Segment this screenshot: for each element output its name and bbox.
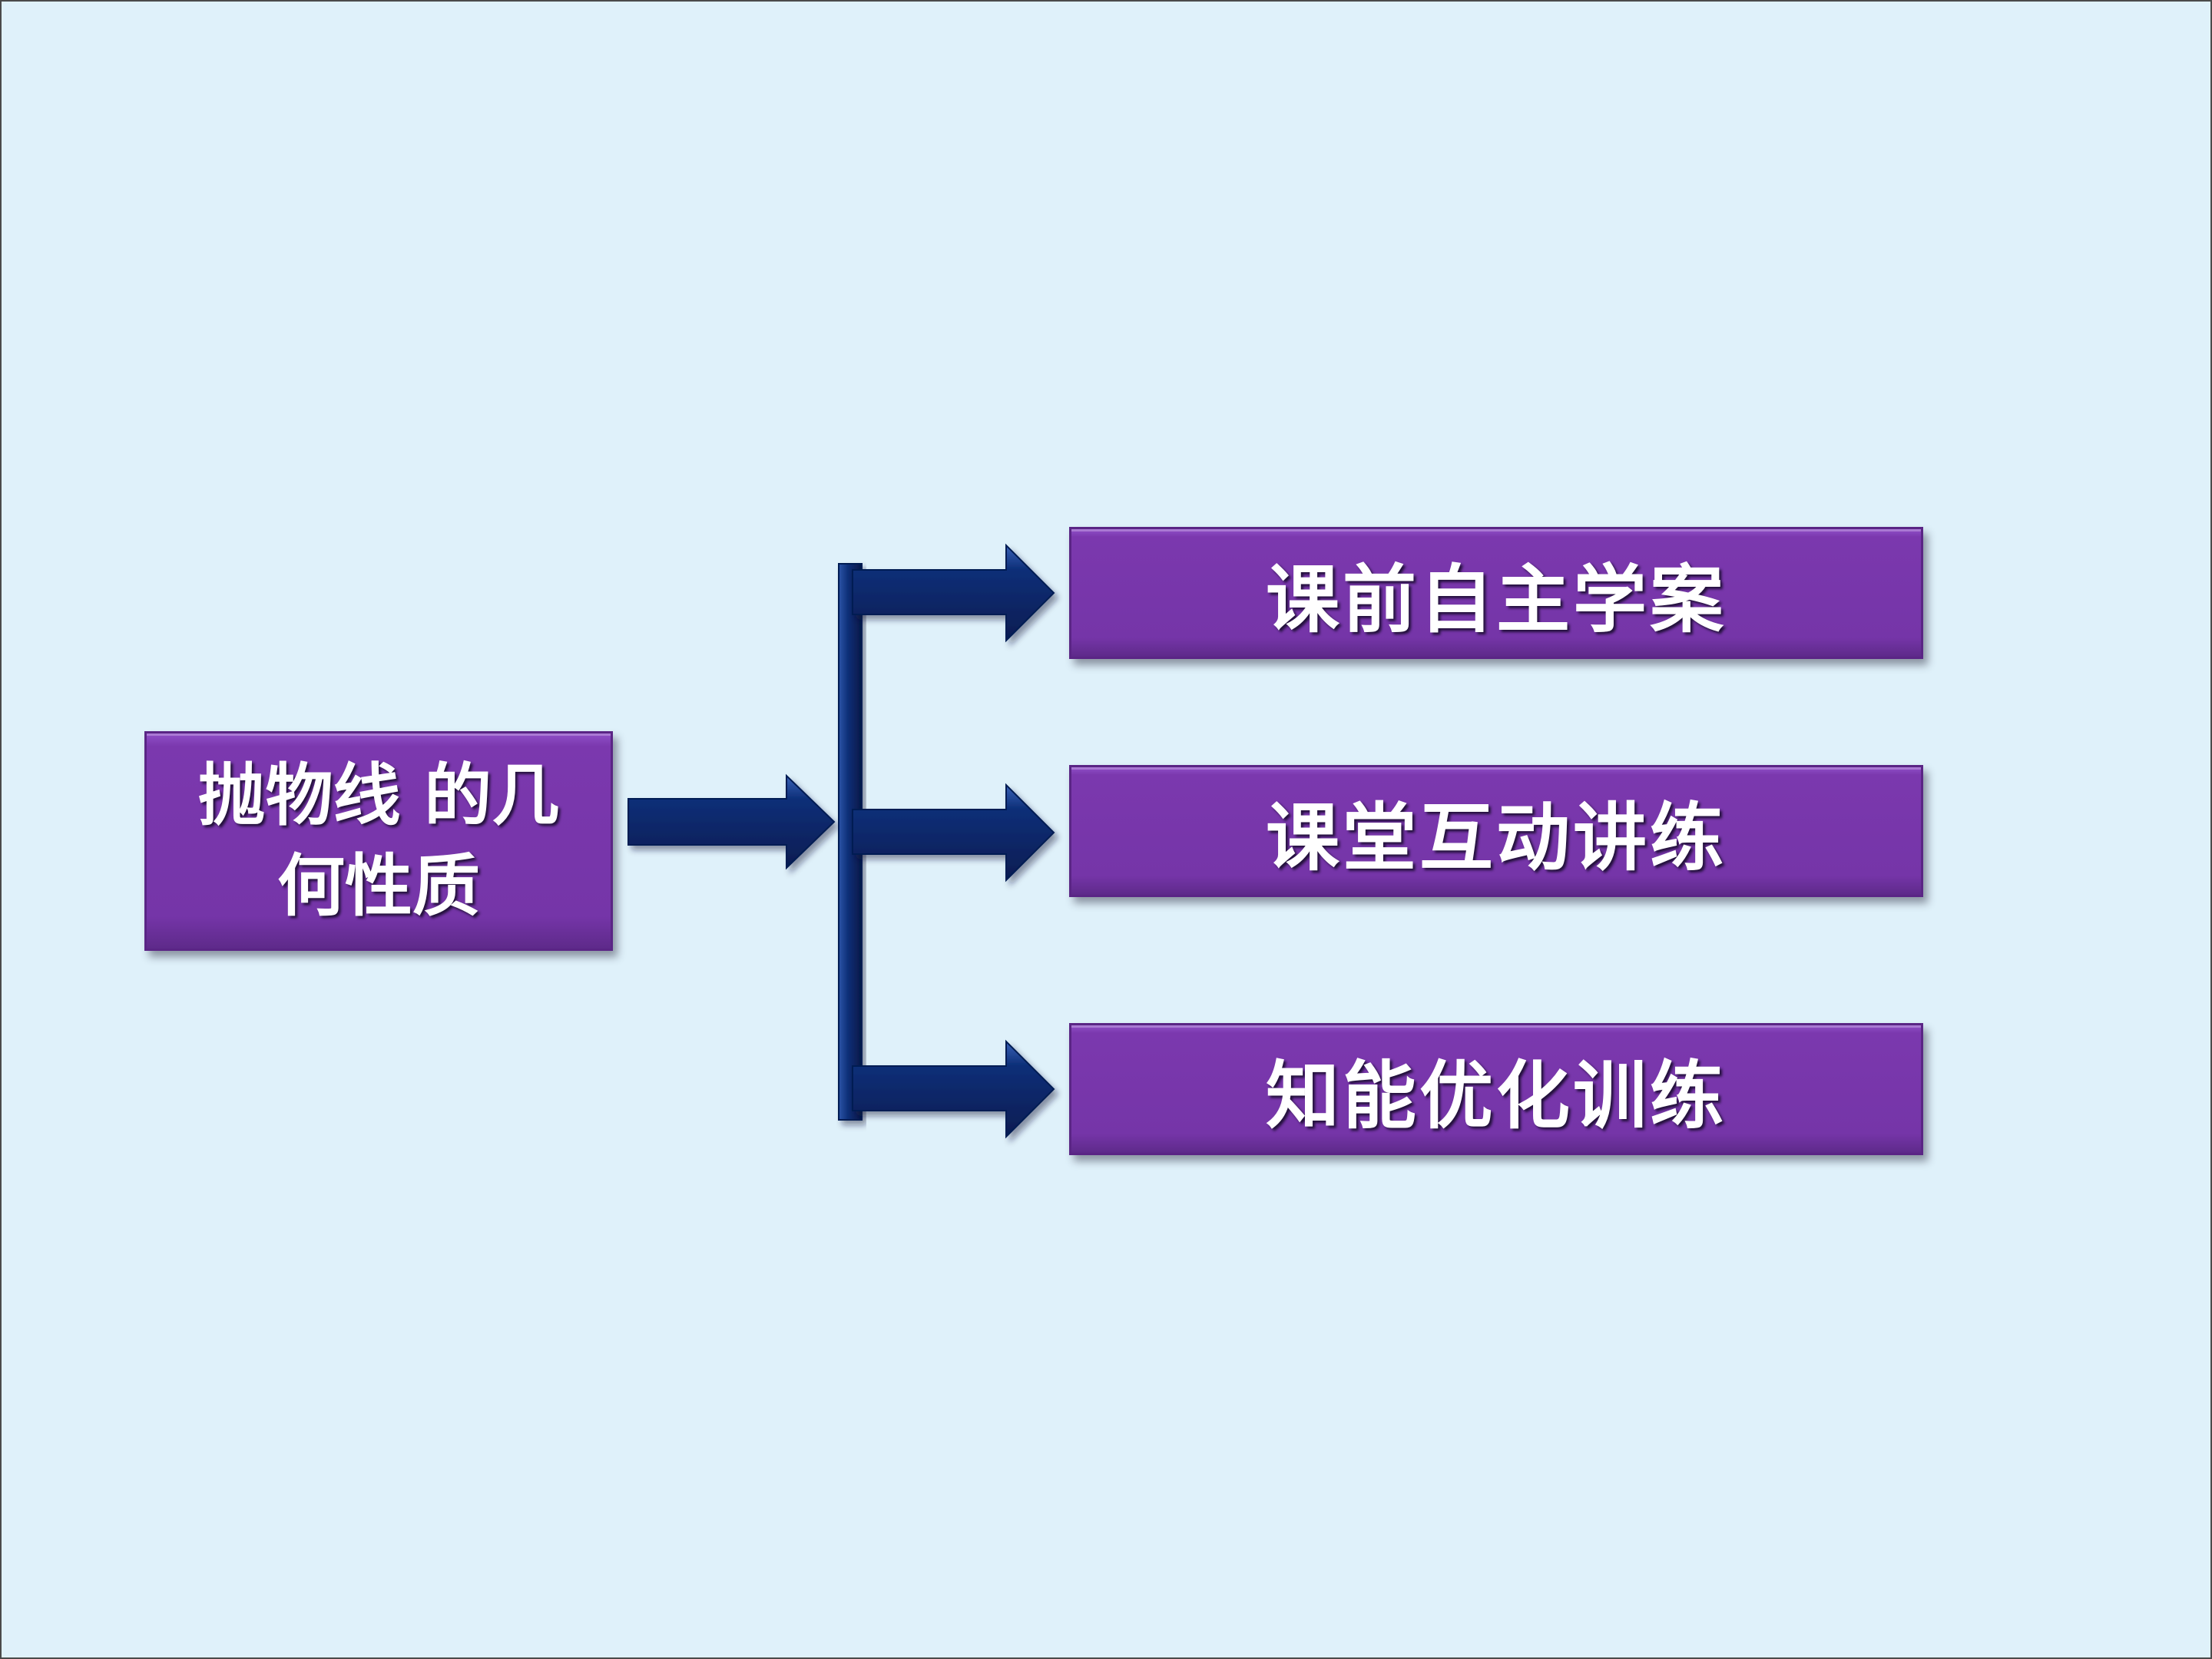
branch-arrow-3	[852, 1039, 1055, 1139]
branch-arrow-2	[852, 783, 1055, 882]
branch-node-1-label: 课前自主学案	[1266, 556, 1727, 643]
branch-node-2-label: 课堂互动讲练	[1266, 794, 1727, 881]
branch-node-2[interactable]: 课堂互动讲练	[1069, 765, 1923, 897]
branch-arrow-1	[852, 543, 1055, 643]
root-node[interactable]: 抛物线 的几何性质	[144, 731, 613, 951]
branch-node-3-label: 知能优化训练	[1266, 1052, 1727, 1139]
branch-node-3[interactable]: 知能优化训练	[1069, 1023, 1923, 1155]
root-arrow	[628, 773, 836, 870]
branch-node-1[interactable]: 课前自主学案	[1069, 527, 1923, 659]
root-node-label: 抛物线 的几何性质	[197, 756, 560, 926]
